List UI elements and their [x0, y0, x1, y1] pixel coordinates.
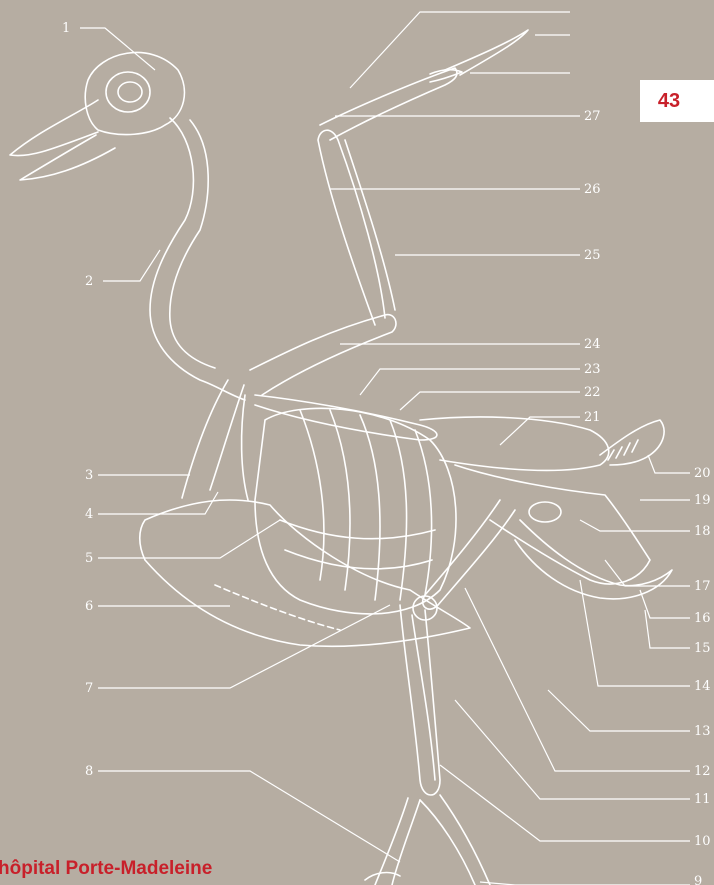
callout-4: 4 [85, 507, 93, 522]
callout-12: 12 [694, 764, 711, 779]
callout-16: 16 [694, 611, 711, 626]
callout-1: 1 [62, 21, 70, 36]
callout-11: 11 [694, 792, 711, 807]
beak [10, 100, 98, 156]
callout-25: 25 [584, 248, 601, 263]
callout-18: 18 [694, 524, 711, 539]
callout-27: 27 [584, 109, 601, 124]
callout-labels: 1 2 3 4 5 6 7 8 9 10 11 12 13 14 15 16 1… [62, 21, 711, 885]
callout-10: 10 [694, 834, 711, 849]
humerus [250, 315, 396, 395]
callout-13: 13 [694, 724, 711, 739]
callout-8: 8 [85, 764, 93, 779]
callout-15: 15 [694, 641, 711, 656]
caption: hôpital Porte-Madeleine [0, 858, 212, 880]
page-number: 43 [658, 90, 680, 113]
neck-vertebrae [150, 118, 245, 400]
callout-5: 5 [85, 551, 93, 566]
callout-22: 22 [584, 385, 601, 400]
digits [445, 30, 528, 75]
orbit [106, 72, 150, 112]
callout-9: 9 [694, 874, 702, 885]
page-number-badge: 43 [640, 80, 714, 122]
pubis [515, 520, 672, 599]
callout-2: 2 [85, 274, 93, 289]
coracoid [242, 395, 248, 500]
callout-21: 21 [584, 410, 601, 425]
callout-17: 17 [694, 579, 711, 594]
sternum-keel [140, 500, 470, 646]
callout-14: 14 [694, 679, 711, 694]
skull [85, 52, 184, 134]
furcula [182, 380, 244, 498]
synsacrum [420, 417, 609, 470]
callout-6: 6 [85, 599, 93, 614]
callout-19: 19 [694, 493, 711, 508]
callout-23: 23 [584, 362, 601, 377]
callout-3: 3 [85, 468, 93, 483]
callout-26: 26 [584, 182, 601, 197]
acetabulum [529, 502, 561, 522]
callout-7: 7 [85, 681, 93, 696]
callout-24: 24 [584, 337, 601, 352]
carpometacarpus [320, 68, 457, 140]
callout-20: 20 [694, 466, 711, 481]
tarsometatarsus [420, 795, 490, 885]
ilium [455, 465, 650, 584]
